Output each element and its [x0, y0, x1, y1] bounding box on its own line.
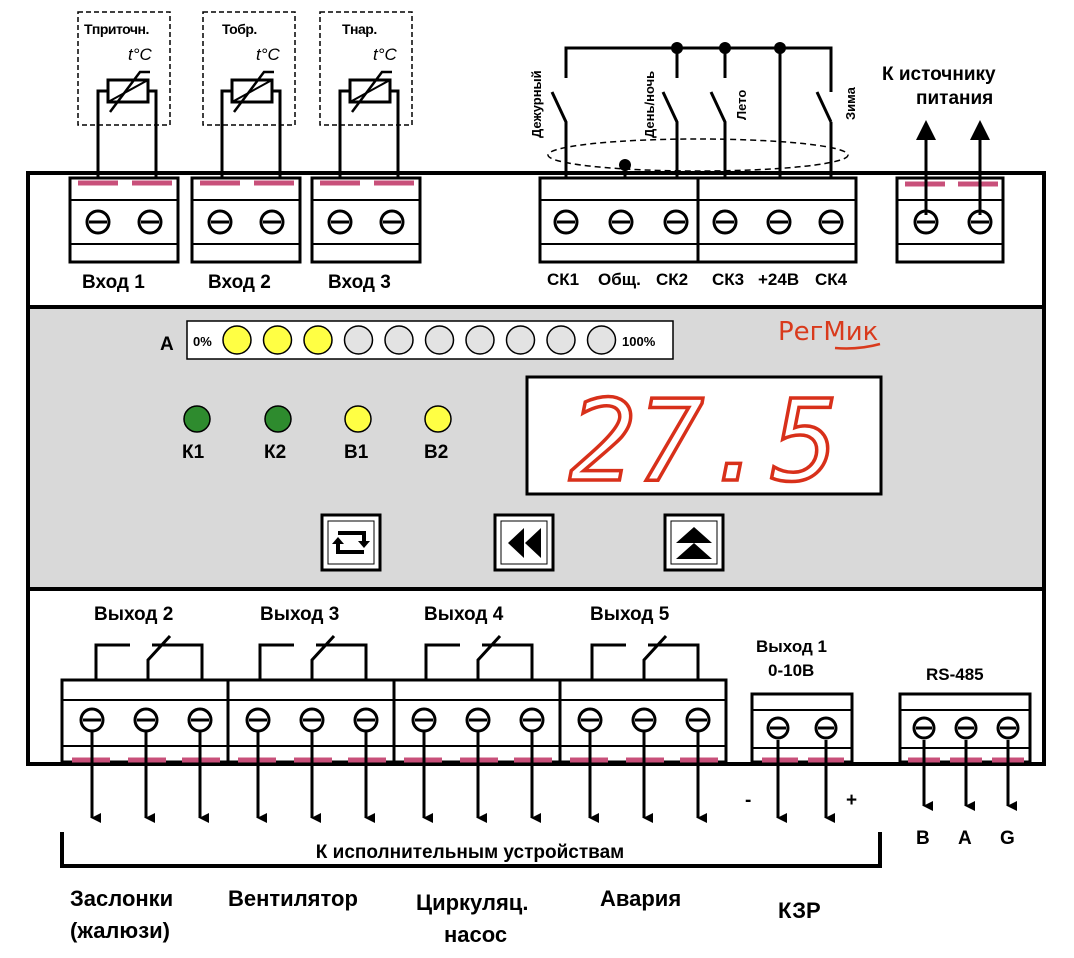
display-window [525, 375, 883, 496]
rs485-pin-g: G [1000, 828, 1015, 849]
sensor-label: Тприточн. [84, 21, 149, 37]
bargraph-led [586, 325, 617, 355]
sensor-1: Тприточн. t°C [77, 11, 171, 182]
terminal-label-sk3: СК3 [712, 270, 744, 289]
cable-bundle [547, 138, 849, 172]
switch-terminal-left [538, 176, 700, 264]
up-button[interactable] [663, 513, 725, 572]
device-fan: Вентилятор [228, 886, 358, 911]
power-label-2: питания [916, 88, 993, 109]
switch-wiring: Дежурный День/ночь Лето Зима [529, 42, 858, 182]
analog-minus-label: - [745, 790, 751, 811]
analog-plus-label: + [846, 790, 857, 811]
output-label-4: Выход 4 [424, 604, 504, 625]
bargraph-led [303, 325, 333, 355]
status-indicators: К1 К2 В1 В2 [182, 405, 452, 463]
indicator-v2 [424, 405, 452, 433]
sensor-symbol: t°C [128, 45, 153, 64]
indicator-label-k1: К1 [182, 442, 205, 463]
analog-output-terminal [750, 692, 854, 764]
indicator-v1 [344, 405, 372, 433]
actuators-caption: К исполнительным устройствам [316, 842, 624, 863]
input-terminal-1 [68, 176, 180, 264]
device-dampers-line1: Заслонки [70, 886, 173, 911]
indicator-k2 [264, 405, 292, 433]
bargraph: 0% 100% [186, 320, 674, 360]
double-left-arrow-icon [508, 528, 541, 558]
input-label-2: Вход 2 [208, 272, 271, 293]
double-up-arrow-icon [676, 527, 712, 559]
indicator-k1 [183, 405, 211, 433]
rs485-label: RS-485 [926, 665, 984, 684]
sensor-box [319, 11, 413, 126]
switch-label-daynight: День/ночь [642, 71, 657, 138]
bargraph-led [262, 325, 293, 355]
analog-output-label-1: Выход 1 [756, 637, 827, 656]
input-label-3: Вход 3 [328, 272, 391, 293]
input-terminal-2 [190, 176, 302, 264]
input-terminal-3 [310, 176, 422, 264]
output-label-5: Выход 5 [590, 604, 670, 625]
switch-label-duty: Дежурный [529, 70, 544, 138]
terminal-label-sk2: СК2 [656, 270, 688, 289]
actuator-bracket [60, 832, 882, 868]
bargraph-led [424, 325, 455, 355]
bargraph-led [384, 325, 414, 355]
cycle-arrows-icon [332, 531, 370, 554]
device-pump-line2: насос [444, 922, 507, 947]
sensor-symbol: t°C [256, 45, 281, 64]
device-pump-line1: Циркуляц. [416, 890, 528, 915]
sensor-2: Тобр. t°C [202, 11, 296, 182]
indicator-label-k2: К2 [264, 442, 286, 463]
indicator-label-v1: В1 [344, 442, 369, 463]
output-label-3: Выход 3 [260, 604, 339, 625]
device-dampers-line2: (жалюзи) [70, 918, 170, 943]
output-relay-5 [558, 634, 728, 764]
terminal-label-sk4: СК4 [815, 270, 848, 289]
terminal-label-common: Общ. [598, 270, 641, 289]
switch-label-winter: Зима [843, 86, 858, 120]
bargraph-channel-label: A [160, 334, 174, 355]
sensor-label: Тнар. [342, 21, 377, 37]
terminal-label-sk1: СК1 [547, 270, 579, 289]
bargraph-max-label: 100% [622, 334, 656, 349]
sensor-label: Тобр. [222, 21, 257, 37]
output-label-2: Выход 2 [94, 604, 173, 625]
sensor-box [77, 11, 171, 126]
brand-logo: РегМик [778, 317, 878, 347]
switch-label-summer: Лето [734, 90, 749, 120]
cycle-button[interactable] [320, 513, 382, 572]
switch-terminal-right [696, 176, 858, 264]
bargraph-led [546, 325, 576, 355]
indicator-label-v2: В2 [424, 442, 448, 463]
device-kzr: КЗР [778, 898, 821, 923]
seven-segment-display: 27.5 [525, 375, 883, 509]
terminal-label-24v: +24В [758, 270, 799, 289]
rs485-pin-a: A [958, 828, 972, 849]
power-label-1: К источнику [882, 64, 996, 85]
bargraph-led [465, 325, 495, 355]
analog-output-label-2: 0-10В [768, 661, 814, 680]
bargraph-led [343, 325, 374, 355]
bargraph-min-label: 0% [193, 334, 212, 349]
rs485-pin-b: B [916, 828, 930, 849]
sensor-box [202, 11, 296, 126]
input-label-1: Вход 1 [82, 272, 145, 293]
back-button[interactable] [493, 513, 555, 572]
sensor-symbol: t°C [373, 45, 398, 64]
device-alarm: Авария [600, 886, 681, 911]
output-arrows [90, 732, 1017, 823]
display-value: 27.5 [569, 377, 839, 507]
sensor-3: Тнар. t°C [319, 11, 413, 182]
bargraph-leds [222, 325, 617, 355]
bargraph-led [222, 325, 252, 355]
power-terminal [895, 120, 1005, 264]
top-terminal-panel [26, 171, 1046, 309]
bargraph-led [505, 325, 536, 355]
